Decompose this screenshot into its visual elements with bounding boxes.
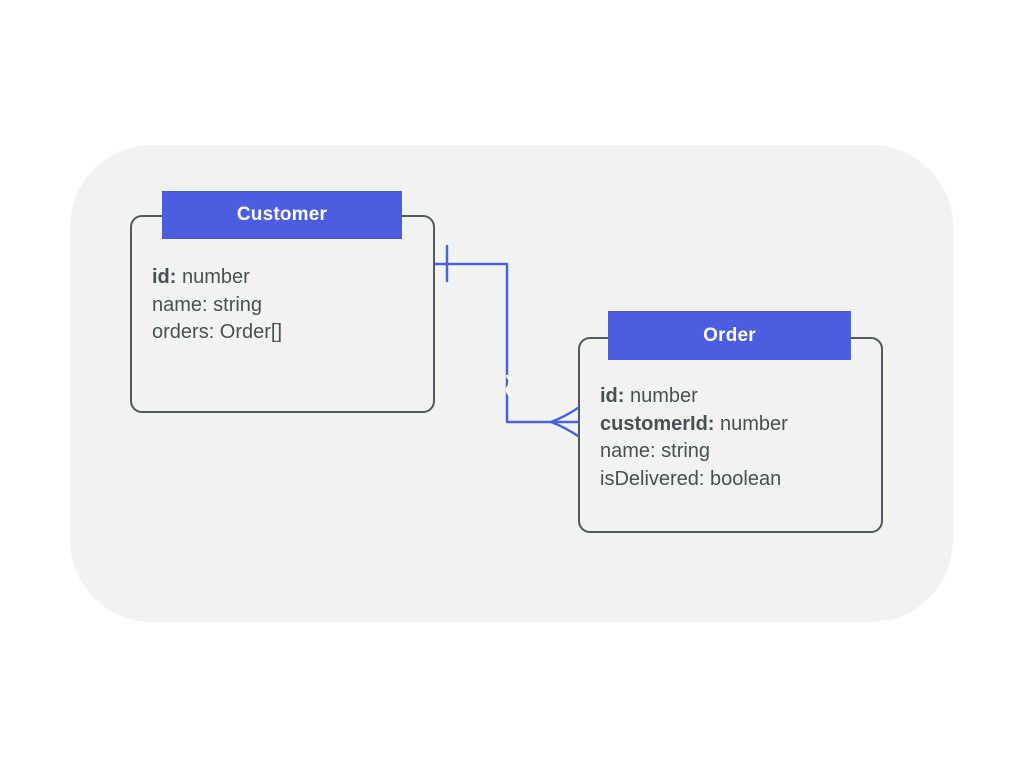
- entity-customer-header[interactable]: Customer: [162, 191, 402, 239]
- attribute-name: id:: [152, 266, 177, 288]
- attribute-row: name: string: [152, 292, 423, 320]
- attribute-text: number: [624, 385, 698, 407]
- entity-order-title: Order: [703, 325, 756, 346]
- entity-order-header[interactable]: Order: [608, 311, 851, 360]
- attribute-text: name: string: [152, 293, 263, 316]
- attribute-text: number: [714, 412, 788, 435]
- entity-order[interactable]: Order id: number customerId: number name…: [578, 311, 883, 533]
- attribute-row: id: number: [600, 383, 871, 411]
- attribute-text: number: [176, 266, 250, 288]
- attribute-row: id: number: [152, 264, 423, 292]
- attribute-row: name: string: [600, 438, 871, 466]
- entity-customer-attributes: id: number name: string orders: Order[]: [152, 264, 423, 347]
- attribute-name: id:: [600, 385, 625, 407]
- entity-customer-title: Customer: [236, 204, 328, 225]
- attribute-row: isDelivered: boolean: [600, 466, 871, 494]
- attribute-text: name: string: [600, 440, 711, 462]
- attribute-text: isDelivered: boolean: [600, 467, 782, 490]
- attribute-name: customerId:: [600, 412, 715, 435]
- attribute-row: orders: Order[]: [152, 319, 423, 347]
- entity-customer[interactable]: Customer id: number name: string orders:…: [130, 191, 435, 413]
- attribute-row: customerId: number: [600, 411, 871, 439]
- attribute-text: orders: Order[]: [152, 321, 283, 343]
- entity-order-attributes: id: number customerId: number name: stri…: [600, 383, 871, 493]
